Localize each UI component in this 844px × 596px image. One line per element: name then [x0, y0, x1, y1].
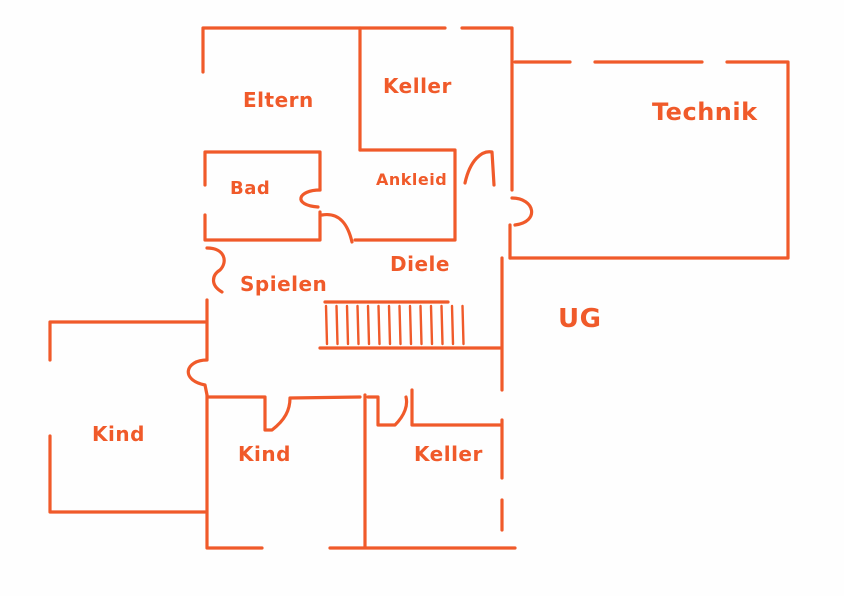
label-spielen: Spielen — [240, 272, 328, 296]
label-technik: Technik — [652, 98, 758, 126]
door-technik — [508, 196, 534, 260]
stair-steps — [324, 304, 465, 346]
label-keller-top: Keller — [383, 74, 452, 98]
wall-spielen — [186, 246, 226, 397]
stair-step — [387, 304, 392, 346]
stairs — [318, 300, 502, 350]
wall-kind-middle — [205, 393, 517, 550]
label-eltern: Eltern — [243, 88, 314, 112]
stair-step — [356, 304, 360, 346]
wall-eltern — [201, 26, 362, 74]
wall-keller-top — [358, 26, 514, 192]
stair-step — [408, 304, 413, 346]
wall-technik — [508, 60, 790, 260]
label-ankleide: Ankleid — [376, 170, 448, 189]
stair-step — [345, 304, 350, 346]
stair-step — [461, 304, 465, 346]
stair-step — [419, 304, 423, 346]
label-keller-bottom: Keller — [414, 442, 483, 466]
stair-step — [398, 304, 402, 346]
door-bad — [299, 188, 322, 209]
label-diele: Diele — [390, 252, 450, 276]
stair-step — [440, 304, 444, 346]
stair-step — [450, 304, 455, 346]
stair-step — [377, 304, 381, 346]
stair-step — [324, 304, 329, 346]
stair-step — [366, 304, 371, 346]
wall-bad — [203, 150, 322, 242]
label-ug: UG — [558, 304, 602, 334]
label-bad: Bad — [230, 178, 271, 199]
label-kind-left: Kind — [92, 422, 145, 446]
wall-keller-bottom — [366, 388, 504, 532]
wall-kind-left — [48, 320, 207, 514]
wall-ankleide — [353, 148, 457, 242]
stair-step — [429, 304, 434, 346]
door-ankleide — [320, 150, 496, 244]
stair-step — [335, 304, 339, 346]
label-kind-middle: Kind — [238, 442, 291, 466]
